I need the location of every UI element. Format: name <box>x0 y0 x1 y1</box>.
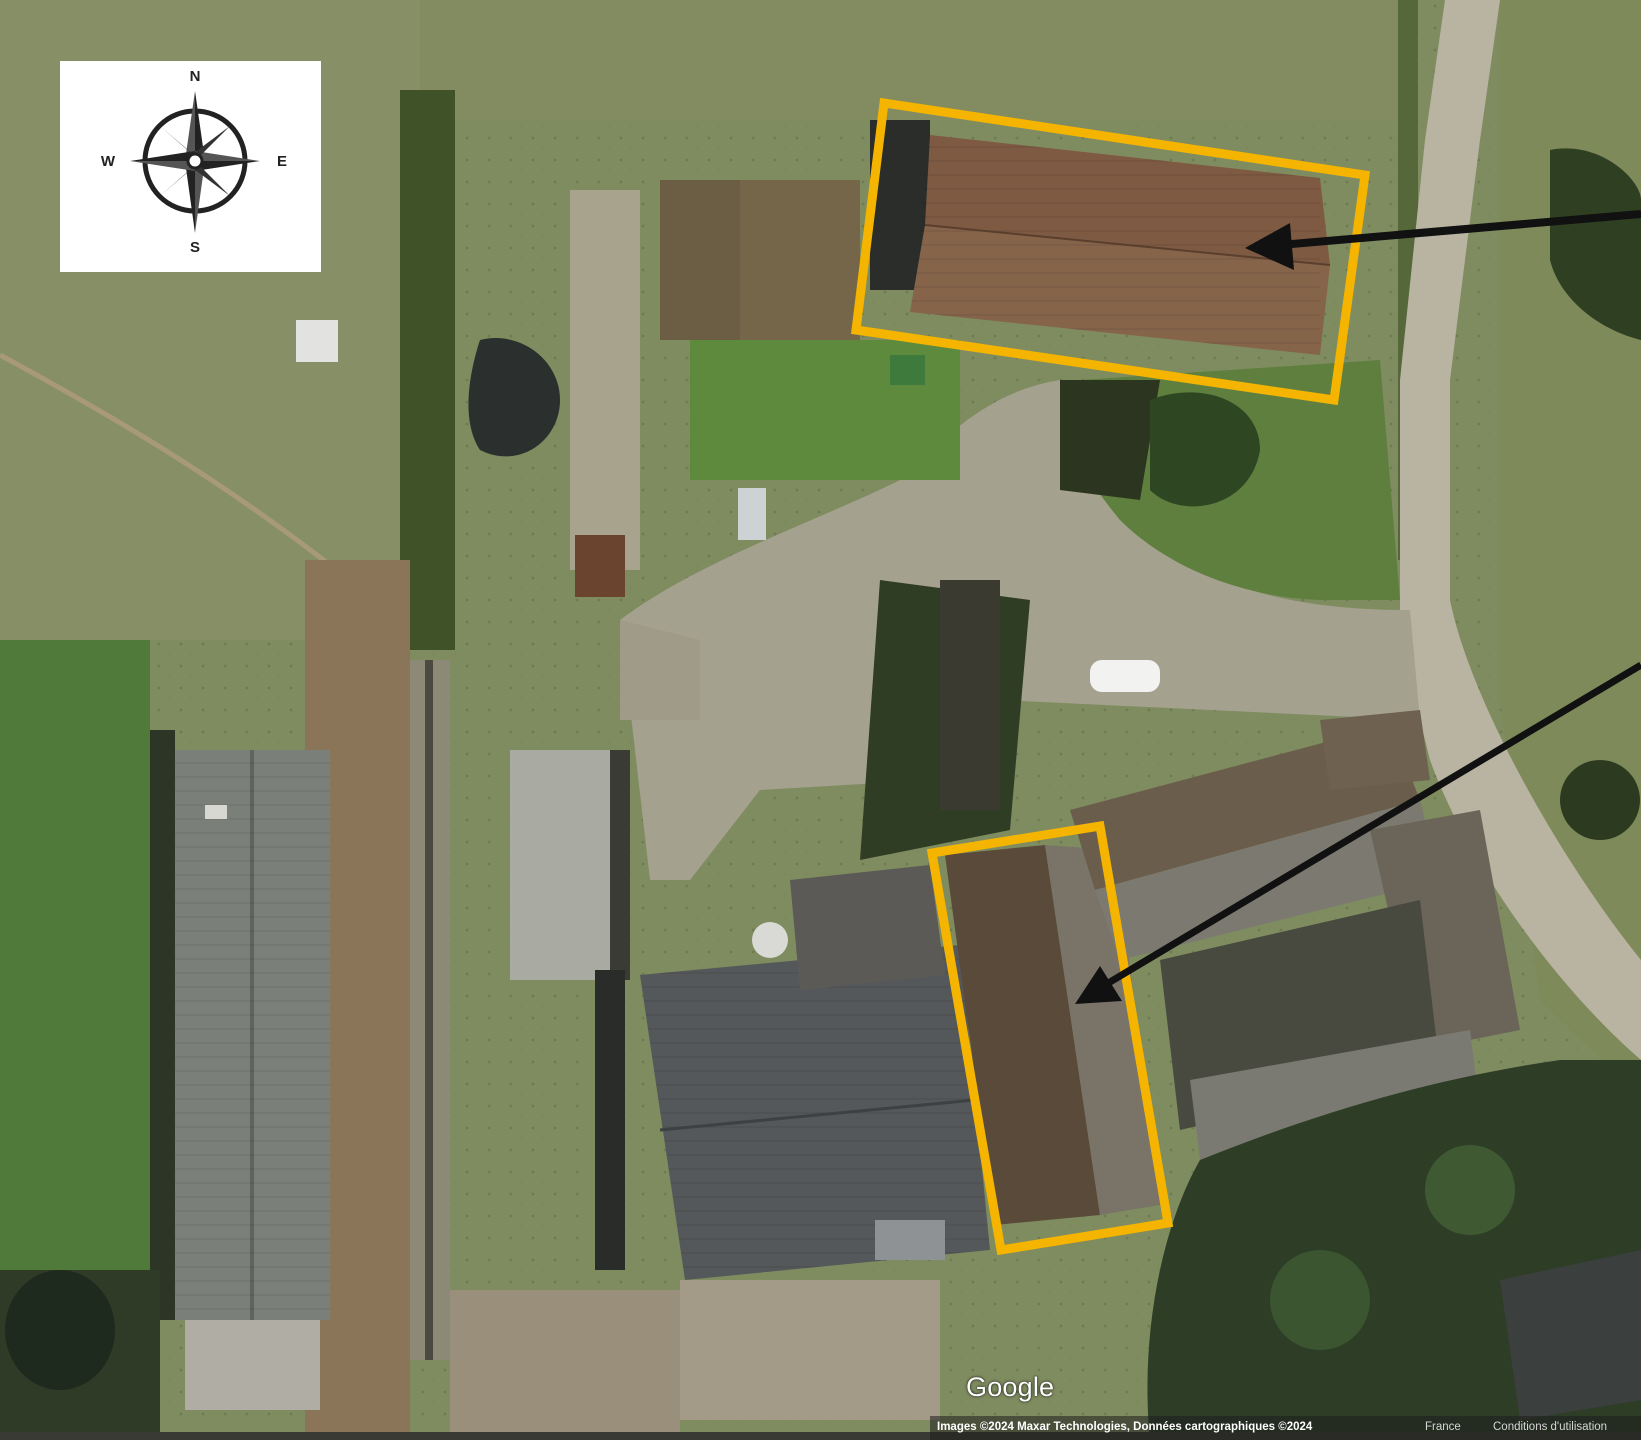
south-yard <box>680 1280 940 1420</box>
concrete-pad <box>510 750 620 980</box>
country-link[interactable]: France <box>1425 1421 1461 1433</box>
caravan <box>738 488 766 540</box>
highlight-box-south-wing <box>926 820 1174 1256</box>
compass-rose-icon <box>130 91 260 233</box>
small-vehicle <box>296 320 338 362</box>
dormer-block <box>790 865 945 990</box>
trees-east <box>1550 148 1641 340</box>
tractor <box>890 355 925 385</box>
south-wing-roof-east <box>1045 845 1160 1215</box>
highlight-box-north-barn <box>850 97 1371 406</box>
attribution-bar <box>930 1416 1641 1440</box>
field-track <box>0 352 332 567</box>
compass-south-label: S <box>189 239 200 256</box>
google-logo: Google <box>966 1372 1055 1402</box>
terms-link[interactable]: Conditions d'utilisation <box>1493 1421 1608 1433</box>
green-field-west <box>0 640 150 1440</box>
silo <box>752 922 788 958</box>
pond <box>5 1270 115 1390</box>
compass-west-label: W <box>100 153 116 170</box>
road <box>1400 0 1641 1060</box>
concrete-strip <box>570 190 640 570</box>
white-car <box>1090 660 1160 692</box>
compass-east-label: E <box>276 153 287 170</box>
arrow-south-wing <box>1075 661 1641 1004</box>
hedge-row <box>400 90 455 650</box>
imagery-attribution: Images ©2024 Maxar Technologies, Données… <box>937 1421 1313 1433</box>
compass-north-label: N <box>189 68 201 85</box>
trailer <box>575 535 625 597</box>
compass-panel: N S W E <box>60 61 321 272</box>
arrow-north-barn <box>1245 210 1641 270</box>
field-north <box>420 0 1420 120</box>
dark-pile <box>468 338 560 457</box>
